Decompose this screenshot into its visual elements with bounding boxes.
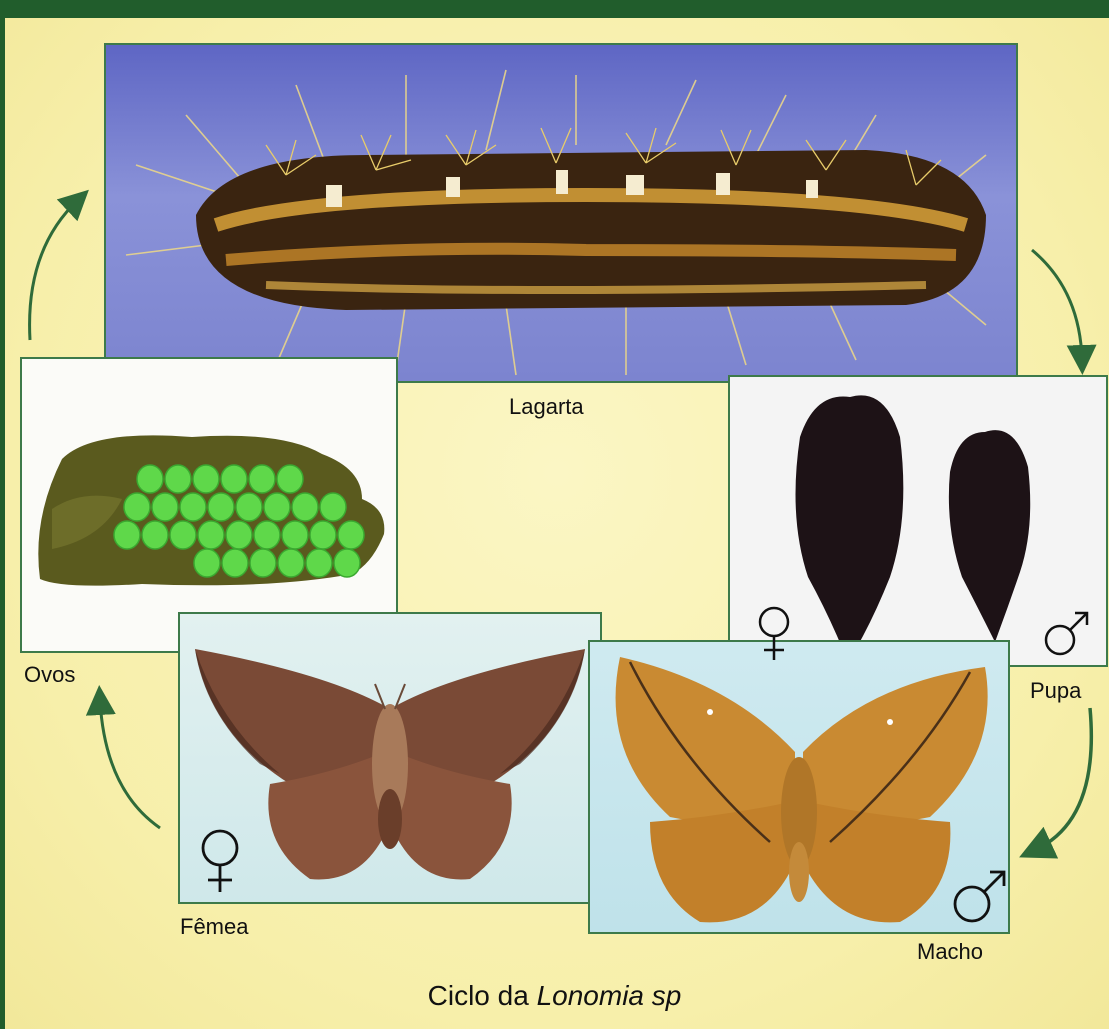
label-macho: Macho <box>917 939 983 965</box>
label-pupa: Pupa <box>1030 678 1081 704</box>
diagram-title: Ciclo da Lonomia sp <box>0 980 1109 1012</box>
title-species: Lonomia sp <box>537 980 682 1011</box>
arrow-pupa-to-macho <box>1035 708 1091 850</box>
title-prefix: Ciclo da <box>428 980 529 1011</box>
arrow-lagarta-to-pupa <box>1032 250 1082 360</box>
arrow-femea-to-ovos <box>100 700 160 828</box>
arrow-ovos-to-lagarta <box>30 200 78 340</box>
label-lagarta: Lagarta <box>509 394 584 420</box>
label-ovos: Ovos <box>24 662 75 688</box>
label-femea: Fêmea <box>180 914 248 940</box>
